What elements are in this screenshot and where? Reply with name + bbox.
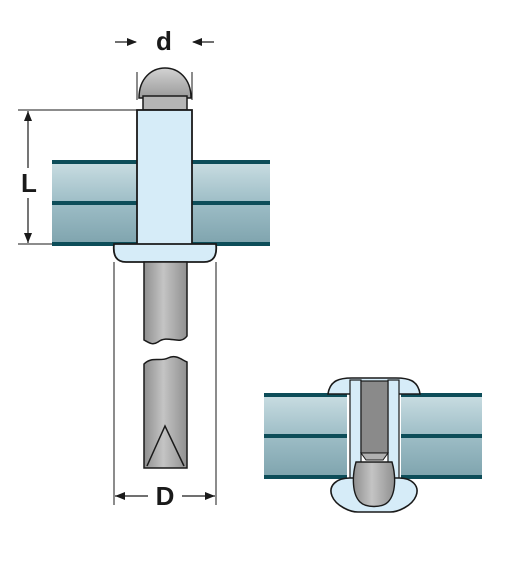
pin-diameter-label: d — [156, 26, 172, 56]
mandrel-shaft-upper — [143, 261, 188, 345]
mandrel-head — [138, 67, 192, 111]
mandrel-shaft-lower — [143, 355, 188, 469]
body-diameter-dimension: D — [113, 262, 217, 511]
installed-rivet-section — [264, 377, 482, 513]
body-diameter-label: D — [156, 481, 175, 511]
grip-length-dimension: L — [14, 109, 137, 245]
rivet-body — [112, 109, 218, 263]
grip-length-label: L — [21, 168, 37, 198]
pin-diameter-dimension: d — [115, 26, 214, 100]
